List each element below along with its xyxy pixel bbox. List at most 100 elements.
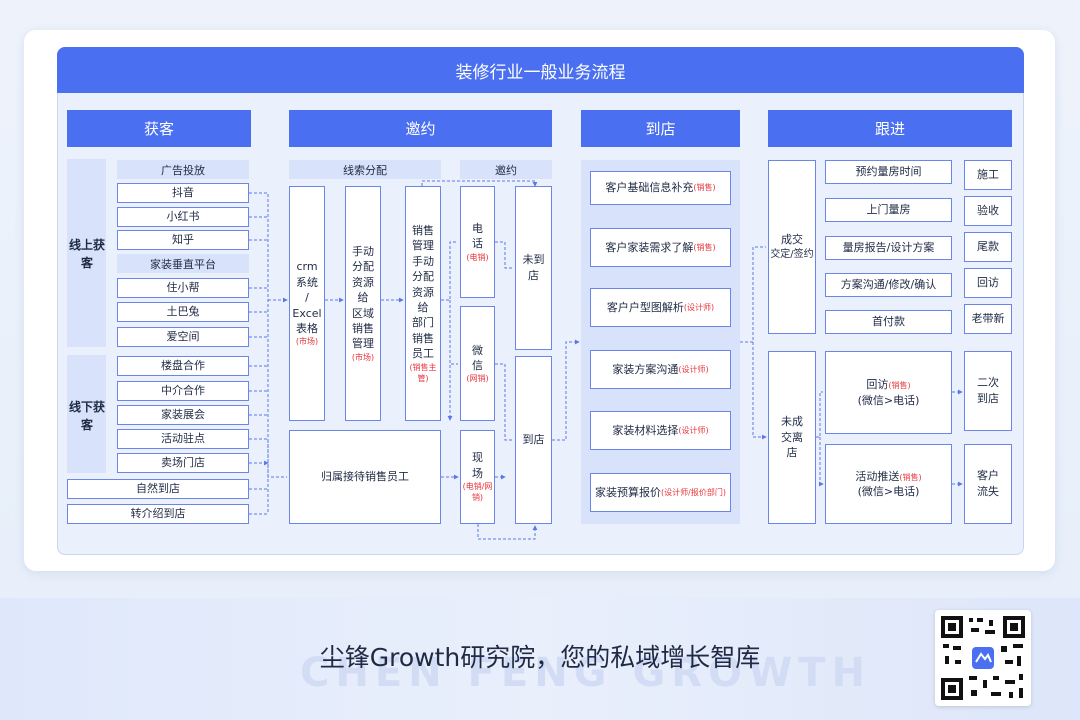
section-header-store: 到店: [581, 110, 740, 147]
offline-label: 线下获客: [68, 400, 105, 432]
footer-watermark: CHEN FENG GROWTH: [300, 650, 871, 696]
channel-aikongjian: 爱空间: [117, 327, 249, 347]
manual-tag: (市场): [351, 352, 375, 362]
store-step-tag: (销售): [693, 183, 716, 193]
channel-zhihu: 知乎: [117, 230, 249, 250]
deal-step-5: 首付款: [825, 310, 952, 334]
channel-tubatu: 土巴兔: [117, 302, 249, 322]
revisit-label: 回访: [866, 378, 889, 392]
store-step-4: 家装方案沟通(设计师): [590, 350, 731, 389]
crm-box: crm 系统 / Excel 表格 (市场): [289, 186, 325, 421]
channel-mall: 卖场门店: [117, 453, 249, 473]
online-label: 线上获客: [68, 238, 105, 270]
phone-label: 电话: [472, 222, 483, 251]
store-step-label: 家装预算报价: [595, 485, 662, 499]
manual-line: 分配: [352, 260, 374, 274]
store-step-label: 客户家装需求了解: [605, 240, 694, 254]
deal-box: 成交 交定/签约: [768, 160, 816, 334]
store-step-label: 家装材料选择: [612, 423, 679, 437]
crm-line: /: [305, 291, 309, 305]
online-panel: [67, 159, 106, 347]
section-header-invite: 邀约: [289, 110, 552, 147]
crm-tag: (市场): [295, 337, 319, 347]
wechat-tag: (网销): [466, 374, 489, 384]
after-step-2: 验收: [964, 196, 1012, 226]
promo-tag: (销售): [899, 472, 922, 482]
manual-line: 区域: [352, 306, 374, 320]
manual-line: 管理: [352, 337, 374, 351]
deal-label: 成交: [781, 233, 803, 247]
onsite-box: 现场 (电销/网销): [460, 430, 495, 524]
store-step-tag: (设计师/报价部门): [661, 487, 726, 497]
phone-box: 电话 (电销): [460, 186, 495, 298]
deal-sub-label: 交定/签约: [770, 248, 814, 260]
store-step-1: 客户基础信息补充(销售): [590, 171, 731, 205]
sales-line: 给: [417, 301, 429, 314]
sales-assign-box: 销售 管理 手动 分配 资源 给 部门 销售 员工 (销售主管): [405, 186, 441, 421]
channel-zhuxiaobang: 住小帮: [117, 278, 249, 298]
sales-line: 分配: [412, 270, 434, 284]
revisit-sub: (微信>电话): [857, 393, 920, 407]
store-step-3: 客户户型图解析(设计师): [590, 288, 731, 327]
sales-line: 部门: [412, 316, 434, 330]
store-step-tag: (设计师): [683, 302, 715, 312]
channel-referral: 转介绍到店: [67, 504, 249, 524]
customer-lost-label: 客户流失: [977, 469, 999, 498]
after-step-5: 老带新: [964, 304, 1012, 334]
deal-step-2: 上门量房: [825, 198, 952, 222]
not-arrived-box: 未到店: [515, 186, 552, 350]
crm-line: crm: [296, 260, 318, 274]
promo-label: 活动推送: [855, 469, 900, 483]
channel-property: 楼盘合作: [117, 356, 249, 376]
invite-group-label: 邀约: [460, 160, 552, 179]
second-visit-box: 二次到店: [964, 351, 1012, 431]
offline-panel: [67, 355, 106, 473]
sales-tag: (销售主管): [409, 362, 437, 383]
channel-douyin: 抖音: [117, 183, 249, 203]
store-step-5: 家装材料选择(设计师): [590, 411, 731, 450]
customer-lost-box: 客户流失: [964, 444, 1012, 524]
sales-line: 管理: [412, 239, 434, 253]
revisit-box: 回访(销售) (微信>电话): [825, 351, 952, 434]
diagram-title: 装修行业一般业务流程: [57, 47, 1024, 93]
after-step-3: 尾款: [964, 232, 1012, 262]
store-panel: [581, 160, 740, 524]
channel-xiaohongshu: 小红书: [117, 207, 249, 227]
revisit-tag: (销售): [888, 381, 911, 391]
second-visit-label: 二次到店: [977, 376, 999, 405]
manual-line: 手动: [352, 245, 374, 259]
wechat-box: 微信 (网销): [460, 306, 495, 421]
phone-tag: (电销): [466, 252, 489, 262]
crm-line: 表格: [296, 321, 318, 335]
promo-line: 活动推送(销售): [855, 469, 921, 484]
onsite-label: 现场: [472, 451, 483, 480]
promo-sub: (微信>电话): [857, 485, 920, 498]
footer-slogan: 尘锋Growth研究院，您的私域增长智库: [319, 643, 761, 672]
deal-step-3: 量房报告/设计方案: [825, 236, 952, 260]
channel-event: 活动驻点: [117, 429, 249, 449]
qr-code-graphic: [941, 616, 1025, 700]
footer-band: [0, 598, 1080, 720]
sales-line: 销售: [412, 331, 434, 345]
store-step-label: 家装方案沟通: [612, 362, 679, 376]
after-step-4: 回访: [964, 268, 1012, 298]
promo-box: 活动推送(销售) (微信>电话): [825, 444, 952, 524]
crm-line: 系统: [296, 275, 318, 289]
onsite-tag: (电销/网销): [462, 482, 493, 503]
store-step-label: 客户户型图解析: [606, 300, 684, 314]
crm-line: Excel: [292, 306, 322, 320]
no-deal-box: 未成交离店: [768, 351, 816, 524]
reception-box: 归属接待销售员工: [289, 430, 441, 524]
store-step-tag: (销售): [693, 242, 716, 252]
manual-line: 销售: [352, 321, 374, 335]
arrived-box: 到店: [515, 356, 552, 524]
channel-expo: 家装展会: [117, 405, 249, 425]
revisit-line: 回访(销售): [866, 377, 910, 392]
not-arrived-label: 未到店: [522, 253, 545, 282]
section-header-follow: 跟进: [768, 110, 1012, 147]
no-deal-label: 未成交离店: [781, 414, 803, 460]
wechat-label: 微信: [472, 343, 483, 372]
lead-group-label: 线索分配: [289, 160, 441, 179]
sales-line: 销售: [412, 224, 434, 238]
manual-line: 给: [357, 291, 369, 305]
